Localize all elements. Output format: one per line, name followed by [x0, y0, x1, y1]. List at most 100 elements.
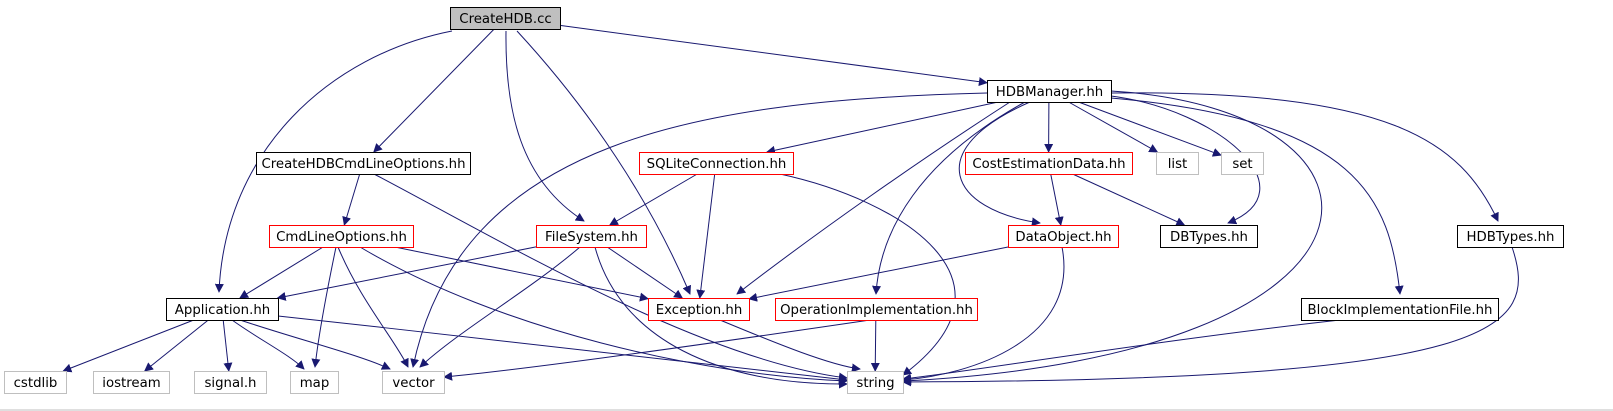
edge-hdbmanager-to-vector: [410, 92, 988, 368]
node-box-createhdb: [450, 7, 561, 30]
edge-application-to-string: [277, 315, 848, 384]
node-label-blockimplfile: BlockImplementationFile.hh: [1308, 303, 1493, 318]
node-box-filesystem: [536, 225, 647, 248]
edge-operationimpl-to-vector: [443, 319, 871, 381]
node-iostream: iostream: [93, 371, 170, 394]
edge-hdbmanager-to-set: [1078, 101, 1222, 157]
edge-hdbmanager-to-list: [1068, 101, 1159, 153]
node-label-iostream: iostream: [102, 376, 160, 391]
edge-filesystem-to-string: [594, 246, 848, 389]
edge-hdbmanager-to-exception: [736, 101, 1011, 295]
node-box-cstdlib: [4, 371, 67, 394]
node-box-costestimationdata: [965, 152, 1133, 175]
edge-cmdlineoptions-to-vector: [337, 246, 409, 368]
edge-cmdlineoptions-to-exception: [394, 246, 649, 302]
edge-application-to-cstdlib: [62, 319, 194, 373]
node-blockimplfile[interactable]: BlockImplementationFile.hh: [1301, 298, 1499, 321]
node-label-sqliteconnection: SQLiteConnection.hh: [647, 157, 787, 172]
node-cmdlineopts_createhdb[interactable]: CreateHDBCmdLineOptions.hh: [256, 152, 471, 175]
node-label-signal: signal.h: [205, 376, 257, 391]
edge-createhdb-to-hdbmanager: [559, 24, 988, 87]
node-filesystem[interactable]: FileSystem.hh: [536, 225, 647, 248]
edge-sqliteconnection-to-string: [779, 173, 956, 376]
edge-blockimplfile-to-string: [902, 319, 1341, 383]
node-box-vector: [382, 371, 445, 394]
edge-createhdb-to-exception: [516, 30, 691, 295]
node-cstdlib: cstdlib: [4, 371, 67, 394]
node-label-filesystem: FileSystem.hh: [545, 230, 638, 245]
node-createhdb[interactable]: CreateHDB.cc: [450, 7, 561, 30]
edge-filesystem-to-exception: [606, 246, 684, 299]
edge-hdbmanager-to-string: [902, 90, 1323, 386]
edge-sqliteconnection-to-exception: [696, 173, 716, 299]
node-label-list: list: [1168, 157, 1188, 172]
node-label-exception: Exception.hh: [656, 303, 743, 318]
edge-cmdlineoptions-to-string: [359, 246, 848, 386]
edge-hdbtypes-to-string: [902, 246, 1519, 387]
edge-dataobject-to-exception: [748, 246, 1009, 302]
node-vector: vector: [382, 371, 445, 394]
node-label-cstdlib: cstdlib: [14, 376, 58, 391]
node-dbtypes[interactable]: DBTypes.hh: [1160, 225, 1258, 248]
edge-application-to-vector: [239, 319, 391, 370]
node-box-signal: [194, 371, 267, 394]
node-box-cmdlineoptions: [269, 225, 414, 248]
edge-filesystem-to-application: [276, 246, 537, 301]
node-box-operationimpl: [775, 298, 978, 321]
node-label-createhdb: CreateHDB.cc: [459, 12, 551, 27]
node-sqliteconnection[interactable]: SQLiteConnection.hh: [639, 152, 794, 175]
node-cmdlineoptions[interactable]: CmdLineOptions.hh: [269, 225, 414, 248]
node-signal: signal.h: [194, 371, 267, 394]
node-string: string: [847, 371, 904, 394]
edge-createhdb-to-cmdlineopts_createhdb: [373, 28, 495, 153]
edge-costestimationdata-to-dataobject: [1050, 173, 1064, 226]
edge-hdbmanager-to-dataobject: [958, 101, 1041, 227]
node-label-hdbmanager: HDBManager.hh: [996, 85, 1104, 100]
node-label-application: Application.hh: [175, 303, 270, 318]
node-hdbtypes[interactable]: HDBTypes.hh: [1457, 225, 1564, 248]
node-label-cmdlineoptions: CmdLineOptions.hh: [276, 230, 407, 245]
node-box-cmdlineopts_createhdb: [256, 152, 471, 175]
edge-application-to-map: [231, 319, 305, 370]
node-box-exception: [648, 298, 750, 321]
node-box-sqliteconnection: [639, 152, 794, 175]
node-box-map: [290, 371, 339, 394]
node-dataobject[interactable]: DataObject.hh: [1008, 225, 1119, 248]
edge-filesystem-to-vector: [419, 246, 581, 368]
node-label-operationimpl: OperationImplementation.hh: [780, 303, 973, 318]
node-box-blockimplfile: [1301, 298, 1499, 321]
node-label-cmdlineopts_createhdb: CreateHDBCmdLineOptions.hh: [261, 157, 465, 172]
edge-hdbmanager-to-hdbtypes: [1110, 92, 1499, 222]
edge-dataobject-to-string: [902, 246, 1065, 384]
node-label-string: string: [856, 376, 894, 391]
edge-application-to-signal: [222, 319, 233, 372]
node-box-iostream: [93, 371, 170, 394]
edge-sqliteconnection-to-filesystem: [609, 173, 698, 226]
node-label-set: set: [1232, 157, 1252, 172]
node-operationimpl[interactable]: OperationImplementation.hh: [775, 298, 978, 321]
node-exception[interactable]: Exception.hh: [648, 298, 750, 321]
node-box-dbtypes: [1160, 225, 1258, 248]
edge-createhdb-to-filesystem: [505, 30, 585, 222]
node-box-list: [1156, 152, 1199, 175]
edge-application-to-iostream: [143, 319, 209, 372]
node-label-dataobject: DataObject.hh: [1015, 230, 1111, 245]
node-label-costestimationdata: CostEstimationData.hh: [972, 157, 1125, 172]
node-list: list: [1156, 152, 1199, 175]
node-set: set: [1221, 152, 1264, 175]
edge-cmdlineoptions-to-application: [239, 246, 324, 299]
edge-cmdlineoptions-to-map: [311, 246, 337, 368]
node-application[interactable]: Application.hh: [166, 298, 279, 321]
node-costestimationdata[interactable]: CostEstimationData.hh: [965, 152, 1133, 175]
edge-operationimpl-to-string: [870, 319, 880, 372]
nodes-layer: CreateHDB.ccHDBManager.hhCreateHDBCmdLin…: [4, 7, 1564, 394]
edge-hdbmanager-to-sqliteconnection: [766, 101, 999, 155]
node-hdbmanager[interactable]: HDBManager.hh: [987, 80, 1112, 103]
node-box-hdbtypes: [1457, 225, 1564, 248]
edge-costestimationdata-to-dbtypes: [1072, 173, 1186, 226]
edge-exception-to-string: [719, 319, 861, 373]
node-label-hdbtypes: HDBTypes.hh: [1467, 230, 1555, 245]
node-box-dataobject: [1008, 225, 1119, 248]
edge-cmdlineopts_createhdb-to-cmdlineoptions: [342, 173, 361, 226]
